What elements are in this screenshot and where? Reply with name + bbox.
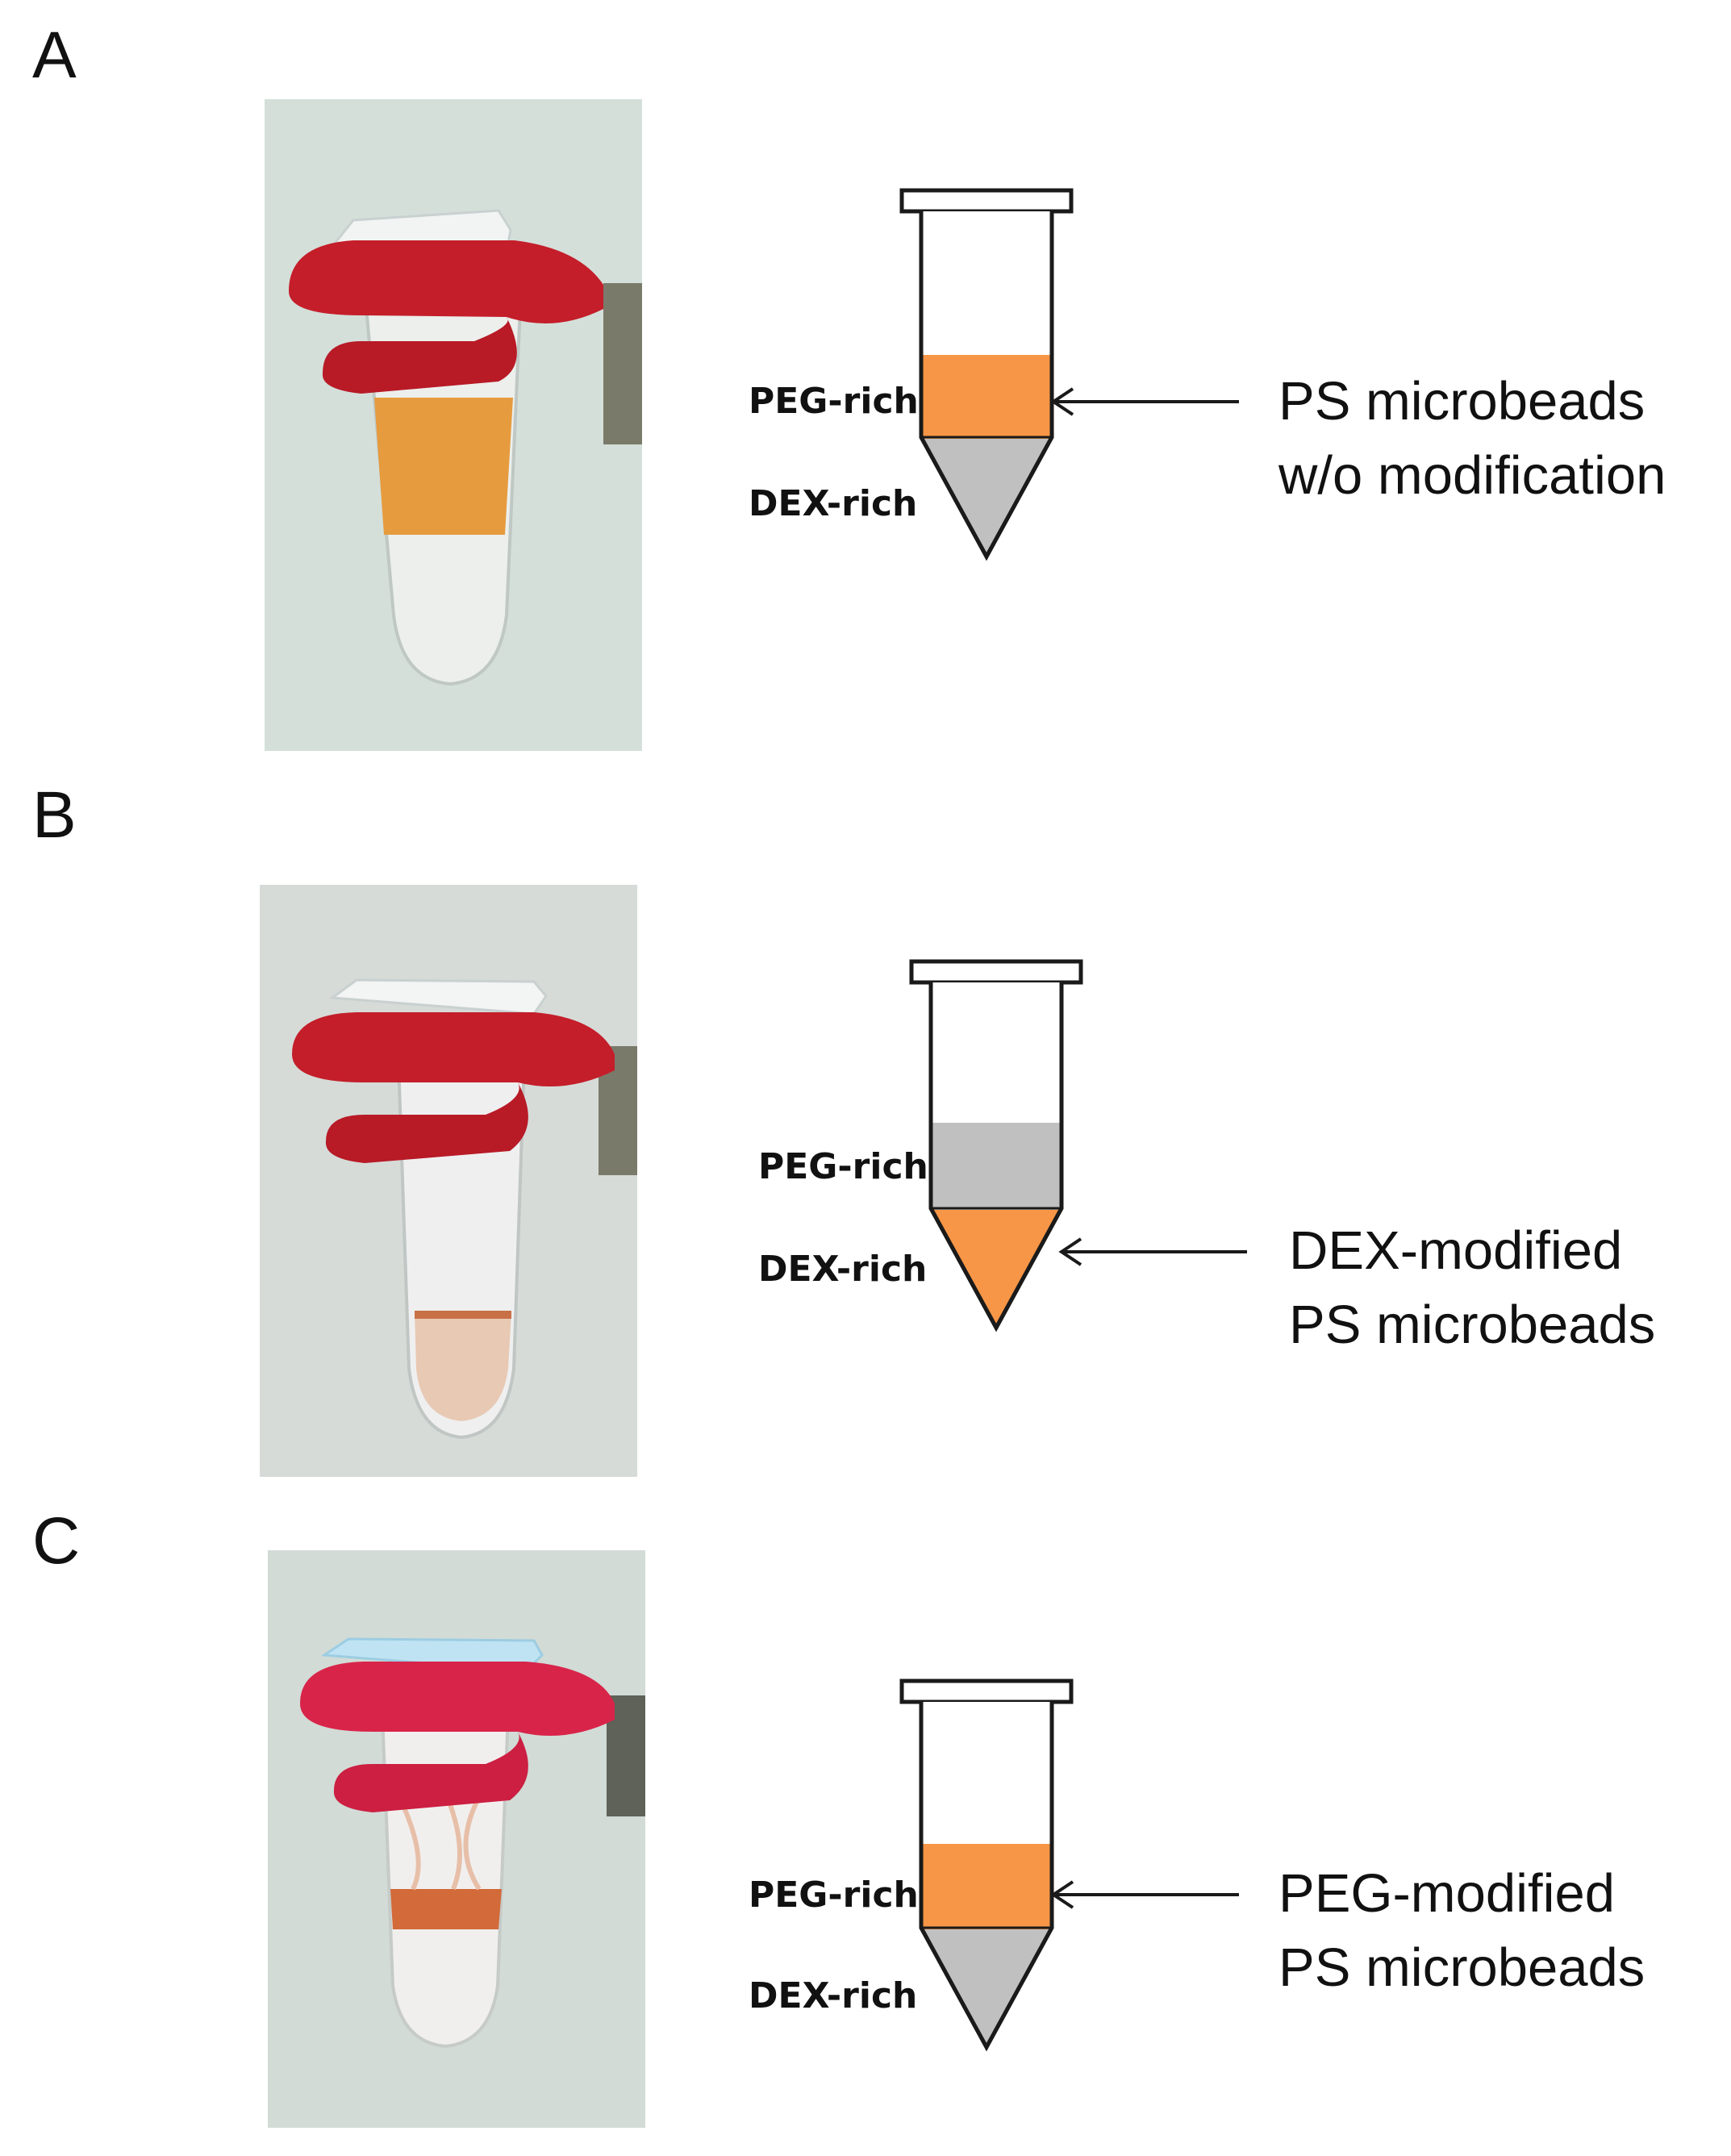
dex-rich-label-b: DEX-rich [758, 1249, 928, 1290]
peg-phase-fill [932, 1123, 1060, 1210]
caption-a: PS microbeads w/o modification [1278, 365, 1666, 513]
caption-b: DEX-modified PS microbeads [1289, 1214, 1655, 1362]
dex-phase-fill [923, 439, 1050, 555]
arrow-c [1050, 1880, 1239, 1909]
peg-rich-label-b: PEG-rich [758, 1146, 928, 1187]
peg-phase-fill [923, 1844, 1050, 1929]
caption-c: PEG-modified PS microbeads [1278, 1857, 1645, 2005]
tube-schematic-a [899, 188, 1074, 561]
peg-rich-label-a: PEG-rich [749, 381, 919, 422]
panel-a: A PEG-rich DEX-rich PS mi [0, 0, 1731, 758]
panel-c: C PEG-rich DEX-rich PEG-modified PS micr… [0, 1484, 1731, 2156]
photo-tube-a [265, 99, 642, 751]
tube-schematic-c [899, 1679, 1074, 2052]
panel-letter-a: A [32, 19, 77, 92]
tube-cap [909, 959, 1083, 985]
arrow-b [1058, 1237, 1247, 1266]
caption-a-line-2: w/o modification [1278, 445, 1666, 506]
caption-b-line-2: PS microbeads [1289, 1295, 1656, 1355]
dex-phase-fill [923, 1929, 1050, 2045]
peg-phase-fill [923, 355, 1050, 439]
dex-rich-label-a: DEX-rich [749, 483, 918, 524]
caption-c-line-2: PS microbeads [1278, 1937, 1645, 1998]
tube-schematic-b [909, 959, 1083, 1332]
tube-cap [899, 188, 1074, 214]
photo-tube-b [260, 885, 637, 1477]
dex-rich-label-c: DEX-rich [749, 1975, 918, 2016]
caption-b-line-1: DEX-modified [1289, 1220, 1623, 1281]
panel-letter-c: C [32, 1504, 81, 1578]
panel-letter-b: B [32, 778, 77, 852]
arrow-a [1050, 387, 1239, 416]
dex-phase-fill [932, 1210, 1060, 1326]
caption-c-line-1: PEG-modified [1278, 1863, 1616, 1924]
photo-tube-c [268, 1550, 645, 2128]
caption-a-line-1: PS microbeads [1278, 371, 1645, 432]
peg-rich-label-c: PEG-rich [749, 1875, 919, 1916]
panel-b: B PEG-rich DEX-rich DEX-modified PS micr… [0, 758, 1731, 1484]
tube-cap [899, 1679, 1074, 1704]
